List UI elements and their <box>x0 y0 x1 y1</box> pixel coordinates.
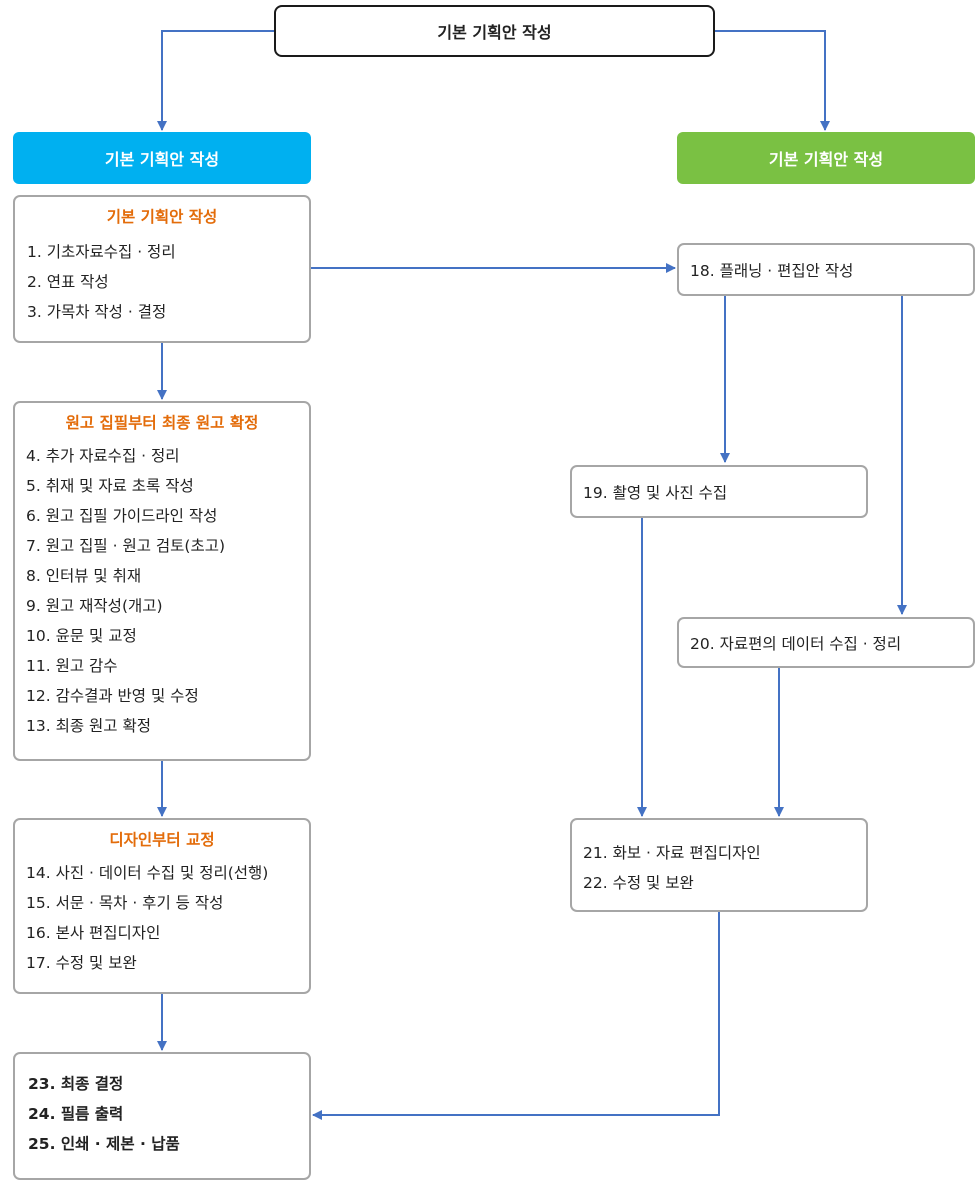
left-header-label: 기본 기획안 작성 <box>104 150 220 169</box>
right-header: 기본 기획안 작성 <box>677 132 975 184</box>
step18-label: 18. 플래닝 · 편집안 작성 <box>690 261 854 280</box>
list-item: 10. 윤문 및 교정 <box>26 627 137 645</box>
list-item: 9. 원고 재작성(개고) <box>26 597 163 615</box>
list-item: 7. 원고 집필 · 원고 검토(초고) <box>26 537 226 555</box>
section1-box: 기본 기획안 작성 1. 기초자료수집 · 정리 2. 연표 작성 3. 가목차… <box>13 195 311 343</box>
list-item: 25. 인쇄 · 제본 · 납품 <box>28 1135 180 1153</box>
section2-box: 원고 집필부터 최종 원고 확정 4. 추가 자료수집 · 정리 5. 취재 및… <box>13 401 311 761</box>
connector-top-to-left <box>157 30 274 131</box>
section2-title: 원고 집필부터 최종 원고 확정 <box>65 414 259 432</box>
section3-box: 디자인부터 교정 14. 사진 · 데이터 수집 및 정리(선행) 15. 서문… <box>13 818 311 994</box>
final-box: 23. 최종 결정 24. 필름 출력 25. 인쇄 · 제본 · 납품 <box>13 1052 311 1180</box>
list-item: 11. 원고 감수 <box>26 657 118 675</box>
list-item: 22. 수정 및 보완 <box>583 874 694 892</box>
step20-label: 20. 자료편의 데이터 수집 · 정리 <box>690 634 902 653</box>
list-item: 13. 최종 원고 확정 <box>26 717 151 735</box>
top-title-box: 기본 기획안 작성 <box>274 5 715 57</box>
list-item: 12. 감수결과 반영 및 수정 <box>26 687 199 705</box>
step18-box: 18. 플래닝 · 편집안 작성 <box>677 243 975 296</box>
list-item: 21. 화보 · 자료 편집디자인 <box>583 844 761 862</box>
top-title: 기본 기획안 작성 <box>437 23 552 42</box>
right-header-label: 기본 기획안 작성 <box>768 150 884 169</box>
list-item: 17. 수정 및 보완 <box>26 954 137 972</box>
list-item: 5. 취재 및 자료 초록 작성 <box>26 477 194 495</box>
list-item: 1. 기초자료수집 · 정리 <box>27 243 176 261</box>
list-item: 14. 사진 · 데이터 수집 및 정리(선행) <box>26 864 269 882</box>
left-header: 기본 기획안 작성 <box>13 132 311 184</box>
list-item: 6. 원고 집필 가이드라인 작성 <box>26 507 218 525</box>
list-item: 16. 본사 편집디자인 <box>26 924 161 942</box>
connector-top-to-right <box>714 30 830 131</box>
connector-step21-to-final <box>312 912 720 1120</box>
list-item: 2. 연표 작성 <box>27 273 109 291</box>
section3-title: 디자인부터 교정 <box>109 831 215 849</box>
list-item: 15. 서문 · 목차 · 후기 등 작성 <box>26 894 224 912</box>
list-item: 23. 최종 결정 <box>28 1075 124 1093</box>
list-item: 24. 필름 출력 <box>28 1105 124 1123</box>
list-item: 3. 가목차 작성 · 결정 <box>27 303 167 321</box>
list-item: 4. 추가 자료수집 · 정리 <box>26 447 180 465</box>
step21-22-box: 21. 화보 · 자료 편집디자인 22. 수정 및 보완 <box>570 818 868 912</box>
step20-box: 20. 자료편의 데이터 수집 · 정리 <box>677 617 975 668</box>
section1-title: 기본 기획안 작성 <box>106 208 218 226</box>
step19-box: 19. 촬영 및 사진 수집 <box>570 465 868 518</box>
list-item: 8. 인터뷰 및 취재 <box>26 567 142 585</box>
step19-label: 19. 촬영 및 사진 수집 <box>583 483 728 502</box>
